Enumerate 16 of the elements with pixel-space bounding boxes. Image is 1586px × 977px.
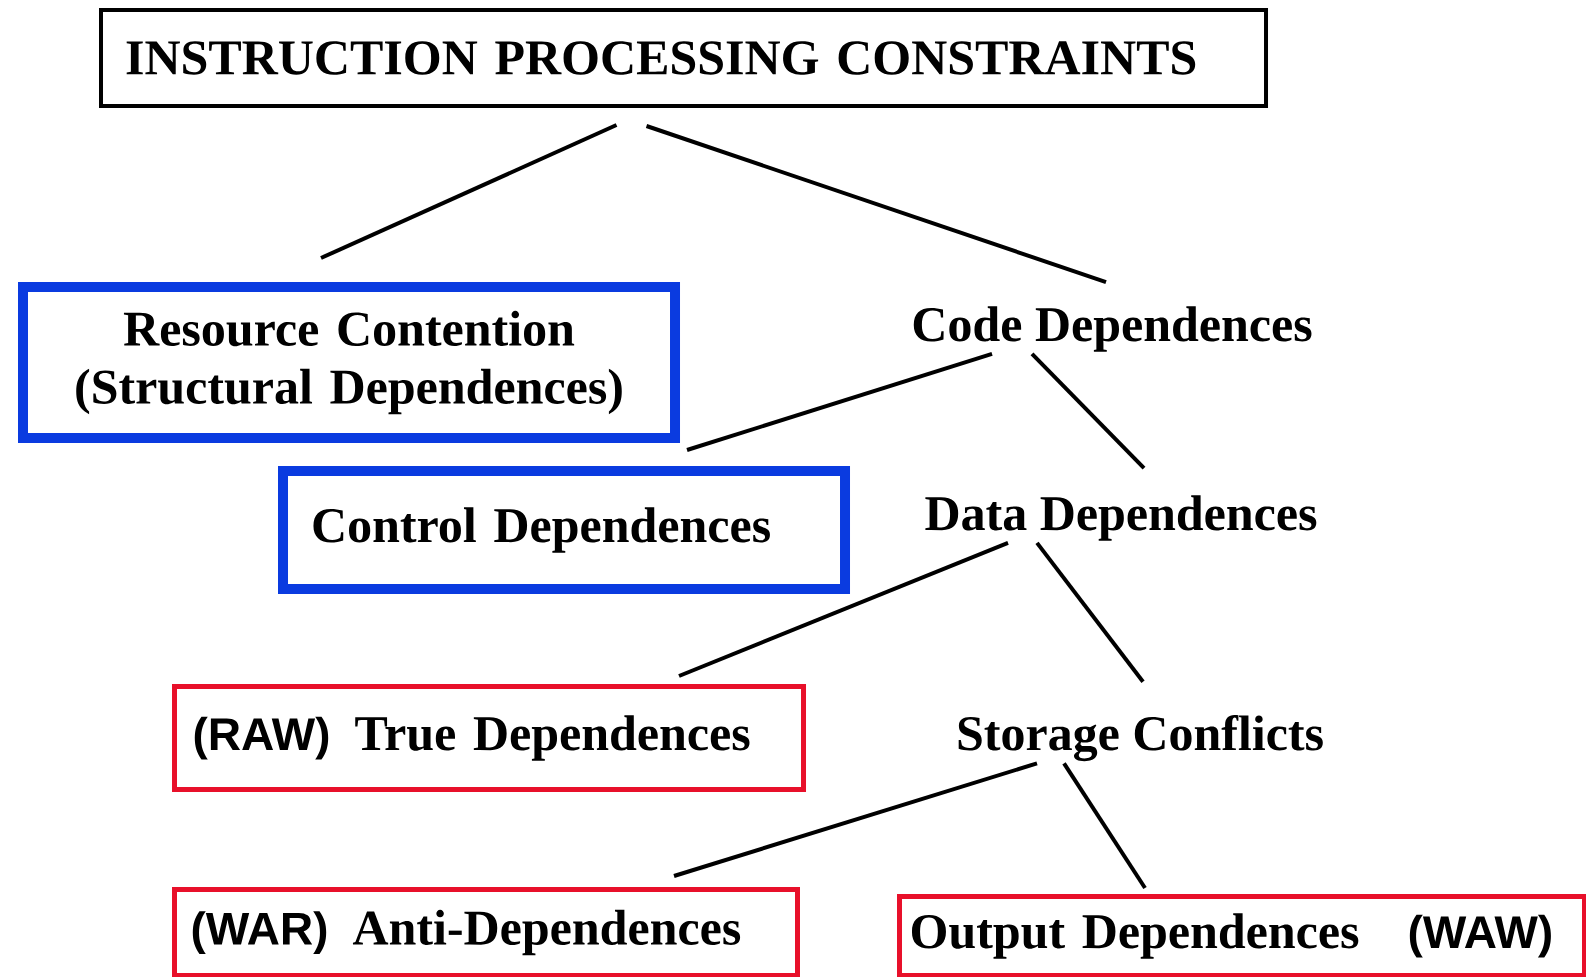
title-box: INSTRUCTION PROCESSING CONSTRAINTS (99, 8, 1268, 108)
category-box: Resource Contention (Structural Dependences) (18, 282, 680, 443)
connector-line (673, 761, 1038, 878)
category-box: Control Dependences (278, 466, 850, 594)
category-label: Data Dependences (925, 495, 1317, 541)
connector-line (1030, 352, 1146, 470)
connector-line (1035, 541, 1145, 683)
connector-line (645, 124, 1107, 285)
dependence-box: (RAW) True Dependences (172, 684, 806, 792)
connector-line (1062, 762, 1147, 890)
connector-line (320, 123, 618, 260)
dependence-box: (WAR) Anti-Dependences (172, 887, 800, 977)
dependence-box: Output Dependences (WAW) (897, 894, 1586, 977)
connector-line (678, 541, 1009, 678)
category-label: Storage Conflicts (958, 714, 1323, 762)
category-label: Code Dependences (913, 306, 1312, 352)
